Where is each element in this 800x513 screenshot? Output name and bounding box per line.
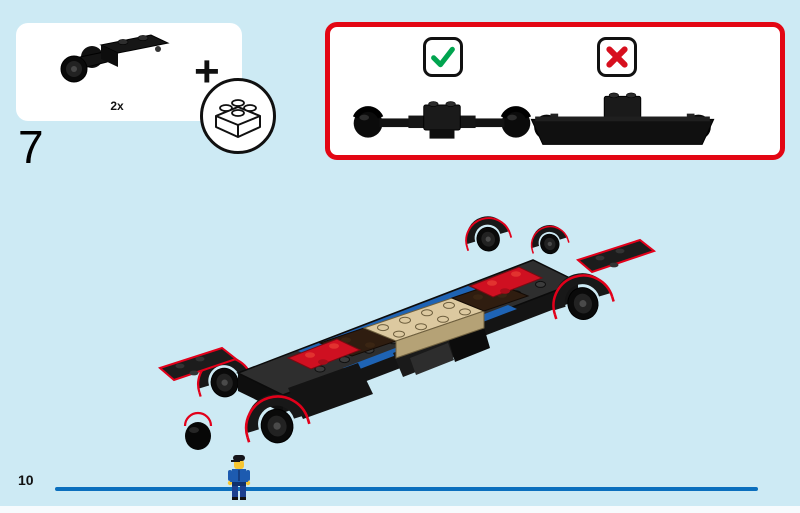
step-number: 7: [18, 121, 44, 173]
comparison-box: [325, 22, 785, 160]
page-number: 10: [18, 472, 34, 488]
incorrect-assembly-image: [530, 92, 715, 145]
brick-tan-center: [362, 297, 486, 359]
brick-icon: [215, 99, 261, 138]
page-bottom-edge: [0, 506, 800, 513]
wheel-pod-rear-far: [461, 213, 571, 259]
check-icon: [431, 46, 455, 68]
rear-wing-plate: [575, 238, 657, 274]
parts-callout-box: 2x: [16, 23, 242, 121]
chassis-illustration: [157, 198, 657, 476]
plate-red-front: [286, 338, 362, 370]
front-wing-plate: [157, 346, 239, 382]
correct-assembly-image: [352, 101, 532, 139]
cross-badge: [597, 37, 637, 77]
check-badge: [423, 37, 463, 77]
new-part-badge: [200, 78, 276, 154]
wheel-pod-front-near: [183, 389, 312, 452]
quantity-label: 2x: [110, 99, 124, 113]
plate-red-rear: [468, 266, 544, 298]
part-thumbnail-wheel-assembly: [60, 34, 170, 83]
cross-icon: [606, 46, 628, 68]
minifigure-marker: [227, 455, 251, 500]
progress-line: [55, 487, 758, 491]
plus-icon: +: [194, 47, 220, 96]
